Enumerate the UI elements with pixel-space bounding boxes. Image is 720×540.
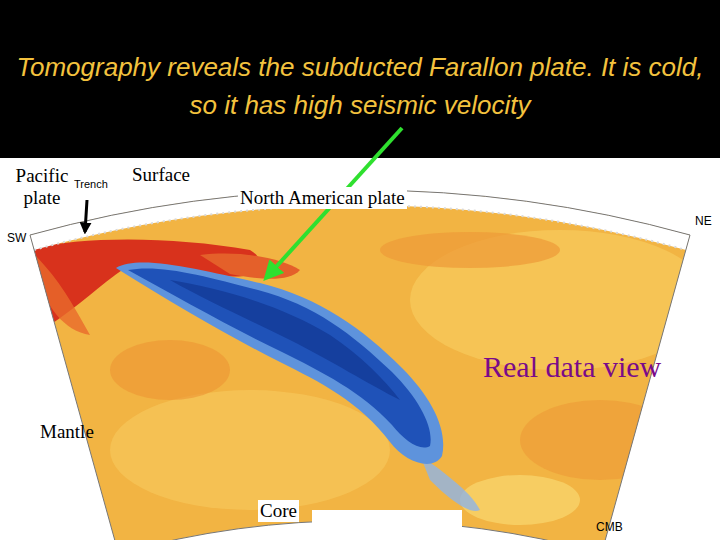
slide-title: Tomography reveals the subducted Farallo…	[4, 48, 716, 124]
direction-label: NE	[693, 215, 714, 229]
white-patch	[312, 510, 462, 536]
section-outline	[30, 190, 690, 540]
trench-arrow	[85, 200, 87, 232]
direction-label: SW	[5, 232, 28, 246]
trench-label: Trench	[72, 178, 110, 191]
plate-label: Pacific plate	[2, 165, 82, 209]
view-note: Real data view	[481, 350, 663, 385]
layer-label: Mantle	[38, 421, 96, 443]
plate-label: North American plate	[238, 187, 407, 209]
boundary-label: CMB	[594, 521, 625, 535]
surface-label: Surface	[130, 164, 192, 186]
layer-label: Core	[258, 500, 299, 522]
mantle-section	[0, 150, 720, 540]
